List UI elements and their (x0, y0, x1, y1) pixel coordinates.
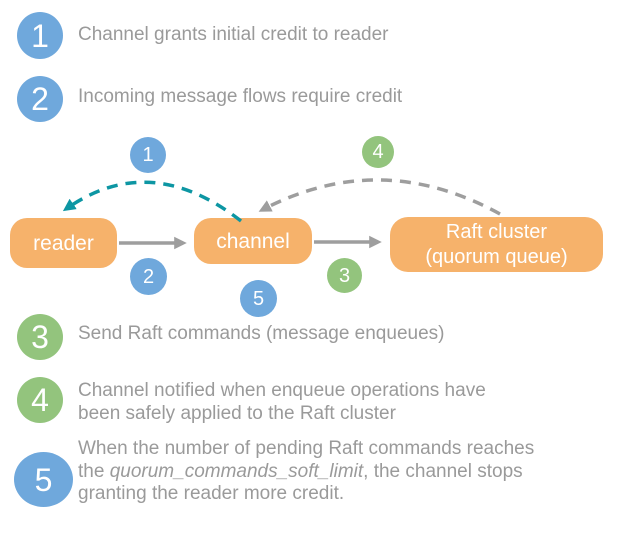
legend-step-5-line2-after: , the channel stops (363, 460, 523, 482)
soft-limit-parameter-name: quorum_commands_soft_limit (109, 460, 364, 482)
raft-cluster-node: Raft cluster (quorum queue) (390, 217, 603, 272)
legend-step-2-circle: 2 (17, 76, 63, 122)
raft-cluster-node-label-line2: (quorum queue) (425, 245, 568, 268)
legend-step-2-number: 2 (31, 81, 49, 117)
channel-node: channel (194, 218, 312, 264)
channel-node-label: channel (216, 229, 290, 253)
diagram-badge-2: 2 (130, 258, 167, 295)
legend-step-3-text: Send Raft commands (message enqueues) (78, 323, 445, 344)
legend-step-5-number: 5 (34, 461, 53, 498)
raft-cluster-node-label-line1: Raft cluster (445, 220, 548, 243)
legend-step-5-circle: 5 (14, 452, 73, 507)
legend-step-3-circle: 3 (17, 314, 63, 360)
legend-step-1-number: 1 (31, 17, 49, 54)
diagram-badge-1: 1 (130, 137, 166, 173)
legend-step-4-circle: 4 (17, 377, 63, 423)
legend-step-2-text: Incoming message flows require credit (78, 86, 403, 107)
raft-applied-arc-arrow (258, 178, 501, 216)
legend-step-5-line2-before: the (78, 460, 110, 482)
legend-step-4-text: Channel notified when enqueue operations… (78, 380, 486, 425)
legend-step-5-text-line2: the quorum_commands_soft_limit, the chan… (78, 461, 534, 484)
diagram-badge-4: 4 (362, 136, 394, 168)
legend-step-1-text: Channel grants initial credit to reader (78, 24, 389, 45)
legend-step-5-text-line3: granting the reader more credit. (78, 483, 345, 504)
legend-step-1-circle: 1 (17, 12, 63, 59)
legend-step-5-text: When the number of pending Raft commands… (78, 438, 534, 506)
legend-step-4-text-line1: Channel notified when enqueue operations… (78, 380, 486, 401)
diagram-badge-3: 3 (327, 258, 362, 293)
reader-node-label: reader (33, 231, 94, 255)
legend-step-4-text-line2: been safely applied to the Raft cluster (78, 402, 396, 424)
legend-step-5-text-line1: When the number of pending Raft commands… (78, 438, 535, 459)
credit-grant-arc-arrow (62, 180, 243, 223)
diagram-badge-5: 5 (240, 280, 277, 317)
reader-node: reader (10, 218, 117, 268)
legend-step-3-number: 3 (31, 319, 49, 355)
legend-step-4-number: 4 (31, 382, 49, 418)
